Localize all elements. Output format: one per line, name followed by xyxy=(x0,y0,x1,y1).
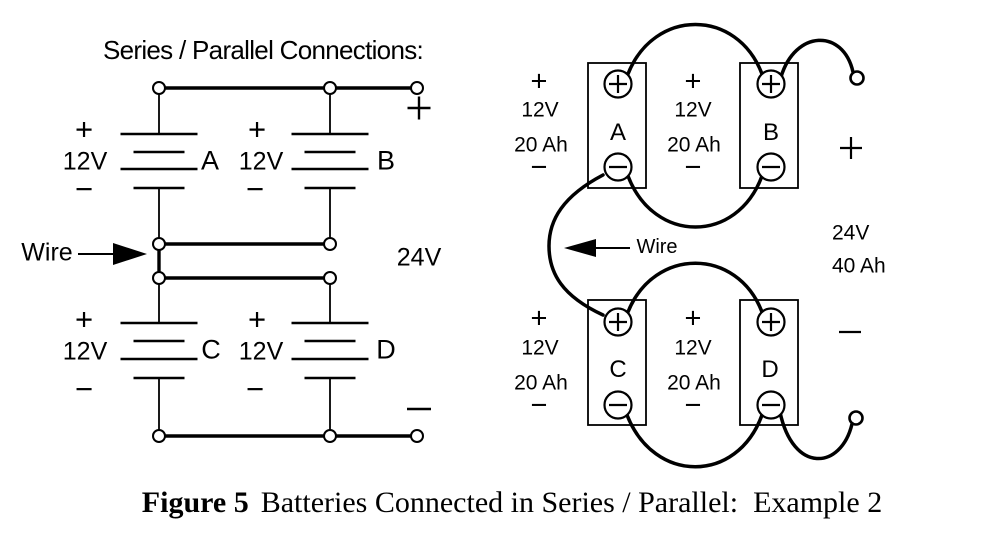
battery-b-case xyxy=(739,62,799,189)
right-battery-a-label: A xyxy=(609,119,627,146)
right-battery-c-label: C xyxy=(609,356,627,383)
cable-wires xyxy=(547,22,855,469)
right-battery-d-label: D xyxy=(761,356,779,383)
right-wire-label: Wire xyxy=(636,236,678,258)
battery-a-label: A xyxy=(200,145,220,176)
cable-series-wire xyxy=(547,173,605,317)
right-output-capacity: 40 Ah xyxy=(832,254,886,278)
left-wire-label: Wire xyxy=(21,238,73,267)
output-minus-lug xyxy=(848,410,864,426)
battery-a-minus-sign: − xyxy=(74,171,94,207)
left-circuit xyxy=(78,81,431,443)
battery-d-symbol xyxy=(291,321,369,380)
cable-c-minus-to-d-minus xyxy=(625,413,764,469)
battery-d-plus-sign: + xyxy=(247,301,267,337)
junction-terminals xyxy=(152,81,424,443)
right-battery-c-plus-sign: + xyxy=(530,302,548,335)
positive-output-icon xyxy=(840,137,862,159)
battery-a-symbol xyxy=(120,132,198,190)
battery-c-label: C xyxy=(201,334,221,365)
battery-a-case xyxy=(587,62,647,189)
battery-b-label: B xyxy=(376,145,396,176)
positive-output-icon xyxy=(407,96,431,120)
right-battery-b-label: B xyxy=(762,119,780,146)
left-output-voltage: 24V xyxy=(396,243,442,272)
battery-a-voltage: 12V xyxy=(62,147,108,176)
caption-figure-number: Figure 5 xyxy=(141,486,249,519)
cable-d-minus-to-output xyxy=(778,410,854,461)
right-battery-d-plus-sign: + xyxy=(684,302,702,335)
cable-c-plus-to-d-plus xyxy=(626,261,764,314)
battery-c-minus-sign: − xyxy=(74,371,94,407)
cable-a-minus-to-b-minus xyxy=(626,174,764,229)
right-battery-c-capacity: 20 Ah xyxy=(514,371,568,395)
terminal-polarity-glyphs xyxy=(609,75,780,407)
battery-c-plus-sign: + xyxy=(74,301,94,337)
cable-a-plus-to-b-plus xyxy=(626,22,764,76)
right-battery-d-voltage: 12V xyxy=(674,336,712,360)
caption-text: Batteries Connected in Series / Parallel… xyxy=(260,486,883,519)
wire-arrow xyxy=(564,239,630,257)
figure-caption: Figure 5 Batteries Connected in Series / … xyxy=(112,452,882,533)
right-battery-a-capacity: 20 Ah xyxy=(514,133,568,157)
bus-wires xyxy=(157,86,417,438)
right-battery-d-minus-sign: − xyxy=(684,389,702,422)
battery-b-symbol xyxy=(291,132,369,190)
right-battery-d-capacity: 20 Ah xyxy=(667,371,721,395)
right-battery-b-plus-sign: + xyxy=(684,65,702,98)
battery-c-voltage: 12V xyxy=(62,337,108,366)
battery-b-voltage: 12V xyxy=(238,147,284,176)
battery-d-label: D xyxy=(376,334,396,365)
battery-a-plus-sign: + xyxy=(74,111,94,147)
right-battery-a-voltage: 12V xyxy=(521,98,559,122)
battery-d-voltage: 12V xyxy=(238,337,284,366)
right-diagram xyxy=(547,22,865,469)
battery-terminals xyxy=(603,69,786,420)
right-battery-a-minus-sign: − xyxy=(530,151,548,184)
circuit-artwork xyxy=(78,22,865,469)
left-diagram-title: Series / Parallel Connections: xyxy=(102,35,424,65)
right-battery-c-minus-sign: − xyxy=(530,389,548,422)
cable-b-plus-to-output xyxy=(779,38,855,79)
battery-c-symbol xyxy=(120,321,198,380)
battery-cases xyxy=(587,62,799,426)
right-battery-b-voltage: 12V xyxy=(674,98,712,122)
right-battery-a-plus-sign: + xyxy=(530,65,548,98)
output-plus-lug xyxy=(849,70,865,86)
battery-d-minus-sign: − xyxy=(245,371,265,407)
battery-c-case xyxy=(587,299,647,426)
right-battery-b-minus-sign: − xyxy=(684,151,702,184)
output-terminals xyxy=(848,70,865,426)
right-battery-b-capacity: 20 Ah xyxy=(667,133,721,157)
wire-arrow xyxy=(78,243,147,265)
right-output-voltage: 24V xyxy=(832,221,870,245)
battery-d-case xyxy=(739,299,799,426)
right-battery-c-voltage: 12V xyxy=(521,336,559,360)
battery-b-plus-sign: + xyxy=(247,111,267,147)
lead-wires xyxy=(158,88,331,436)
battery-b-minus-sign: − xyxy=(245,171,265,207)
